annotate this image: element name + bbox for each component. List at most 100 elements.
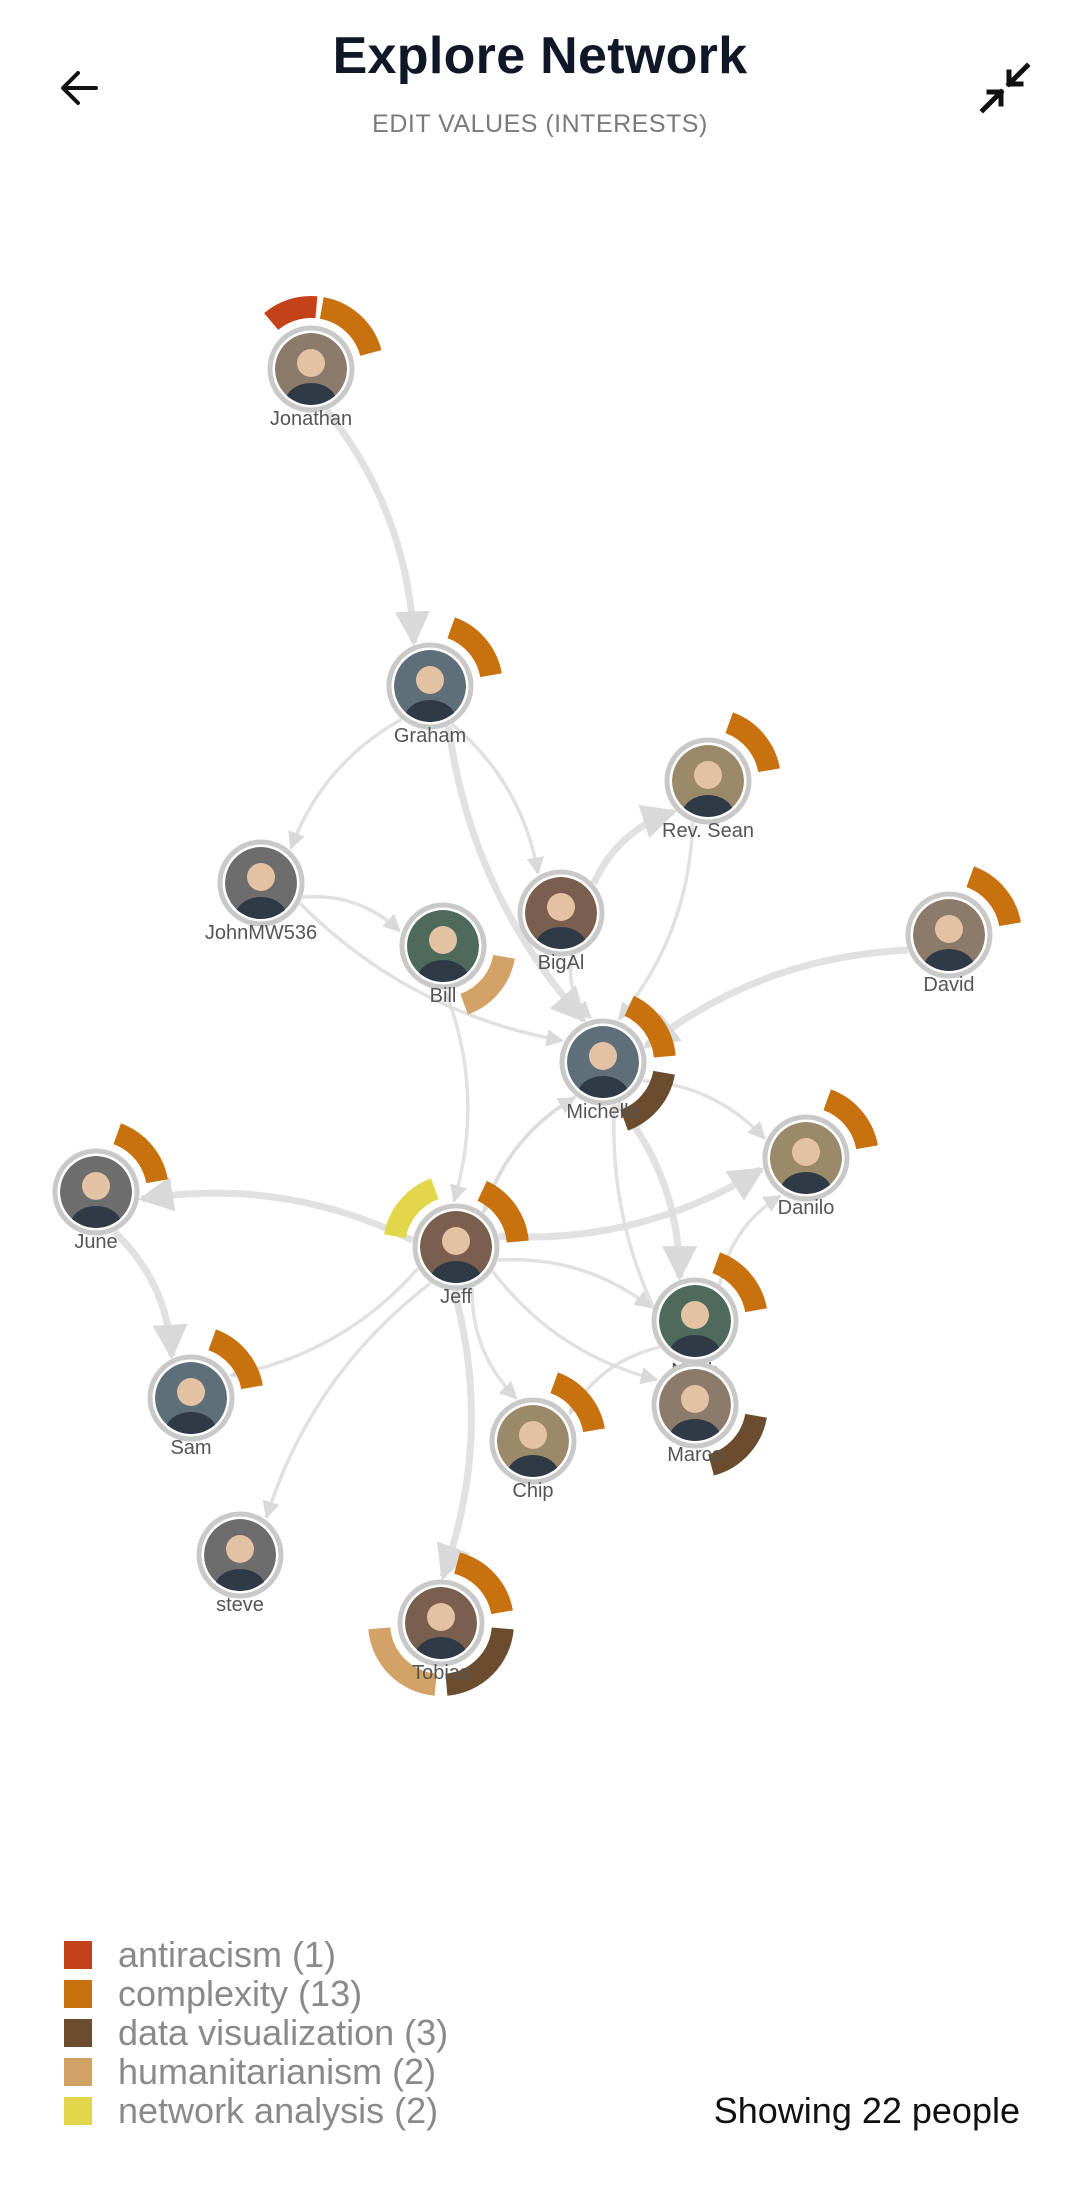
person-node[interactable]: Jeff <box>384 1178 529 1308</box>
legend-swatch <box>64 2096 92 2125</box>
avatar-head <box>416 666 444 694</box>
avatar-head <box>519 1421 547 1449</box>
person-node[interactable]: Rev. Sean <box>662 712 780 842</box>
person-node[interactable]: JohnMW536 <box>205 839 317 944</box>
person-node[interactable]: Jonathan <box>264 296 382 430</box>
person-node[interactable]: June <box>52 1123 168 1253</box>
avatar-head <box>792 1138 820 1166</box>
interest-arc <box>459 954 515 1015</box>
connection-line <box>497 1257 653 1309</box>
connection-lines <box>112 408 908 1581</box>
person-node[interactable]: Michelle <box>559 995 676 1131</box>
avatar-body <box>415 1637 467 1659</box>
avatar <box>225 847 297 919</box>
legend-swatch <box>64 2057 92 2086</box>
person-node[interactable]: Graham <box>386 617 502 747</box>
person-name: Michelle <box>566 1101 639 1123</box>
avatar-head <box>247 863 275 891</box>
avatar-body <box>430 1261 482 1283</box>
legend-swatch <box>64 2018 92 2047</box>
people-count: Showing 22 people <box>713 2090 1020 2131</box>
avatar <box>394 650 466 722</box>
interests-legend: antiracism (1) complexity (13) data visu… <box>64 1933 448 2131</box>
person-name: Jonathan <box>270 408 352 430</box>
connection-line <box>229 1267 420 1381</box>
legend-item[interactable]: complexity (13) <box>64 1972 448 2014</box>
avatar-head <box>547 893 575 921</box>
interest-arc <box>965 866 1021 927</box>
connection-line <box>491 1270 659 1385</box>
person-name: Jeff <box>440 1286 472 1308</box>
person-node[interactable]: Chip <box>489 1372 605 1502</box>
avatar-head <box>589 1042 617 1070</box>
person-name: Danilo <box>778 1197 835 1219</box>
person-name: Rev. Sean <box>662 820 754 842</box>
person-node[interactable]: Sam <box>147 1329 263 1459</box>
avatar <box>204 1519 276 1591</box>
interest-arc <box>711 1252 767 1313</box>
legend-item[interactable]: humanitarianism (2) <box>64 2051 448 2092</box>
avatar-head <box>694 761 722 789</box>
interest-arc <box>446 617 502 678</box>
avatar-body <box>923 949 975 971</box>
connection-line <box>470 1287 518 1400</box>
avatar-head <box>429 926 457 954</box>
connection-line <box>590 804 678 886</box>
avatar-body <box>417 960 469 982</box>
person-node[interactable]: Marco <box>651 1361 767 1476</box>
header: Explore Network EDIT VALUES (INTERESTS) <box>0 0 1080 170</box>
interest-arc <box>264 296 318 331</box>
person-node[interactable]: steve <box>196 1511 284 1616</box>
avatar <box>420 1211 492 1283</box>
connection-line <box>444 725 587 1023</box>
person-name: Chip <box>512 1480 553 1502</box>
person-node[interactable]: BigAl <box>517 869 605 974</box>
page-subtitle[interactable]: EDIT VALUES (INTERESTS) <box>372 110 708 138</box>
legend-label: complexity (13) <box>118 1972 363 2014</box>
legend-item[interactable]: data visualization (3) <box>64 2012 448 2053</box>
avatar-body <box>507 1455 559 1477</box>
avatar-body <box>669 1419 721 1441</box>
avatar-body <box>214 1569 266 1591</box>
arrow-left-icon[interactable] <box>50 58 110 118</box>
person-node[interactable]: Bill <box>399 902 515 1015</box>
avatar <box>672 745 744 817</box>
connection-line <box>443 989 470 1203</box>
avatar <box>567 1026 639 1098</box>
person-name: David <box>923 974 974 996</box>
avatar-head <box>681 1301 709 1329</box>
legend-swatch <box>64 1979 92 2008</box>
person-name: Graham <box>394 725 466 747</box>
avatar-body <box>577 1076 629 1098</box>
avatar-body <box>780 1172 832 1194</box>
avatar <box>525 877 597 949</box>
avatar <box>913 899 985 971</box>
avatar <box>155 1362 227 1434</box>
connection-line <box>288 717 403 850</box>
avatar-body <box>70 1206 122 1228</box>
collapse-arrows-icon[interactable] <box>975 58 1035 118</box>
legend-item[interactable]: antiracism (1) <box>64 1933 448 1975</box>
avatar <box>275 333 347 405</box>
interest-arc <box>319 297 382 357</box>
connection-line <box>138 1176 415 1244</box>
person-name: Bill <box>430 985 457 1007</box>
avatar <box>659 1285 731 1357</box>
connection-line <box>323 408 430 647</box>
connection-line <box>262 1281 432 1520</box>
legend-item[interactable]: network analysis (2) <box>64 2090 448 2131</box>
person-name: JohnMW536 <box>205 922 317 944</box>
person-node[interactable]: Danilo <box>762 1089 878 1219</box>
connection-line <box>437 1290 475 1581</box>
person-node[interactable]: Tobias <box>368 1552 514 1696</box>
person-node[interactable]: David <box>905 866 1021 996</box>
interest-arc <box>368 1626 438 1696</box>
interest-arc <box>624 995 676 1059</box>
connection-line <box>643 946 908 1049</box>
legend-label: antiracism (1) <box>118 1933 337 1975</box>
avatar <box>497 1405 569 1477</box>
avatar-head <box>82 1172 110 1200</box>
avatar-head <box>681 1385 709 1413</box>
connection-line <box>568 954 592 1019</box>
